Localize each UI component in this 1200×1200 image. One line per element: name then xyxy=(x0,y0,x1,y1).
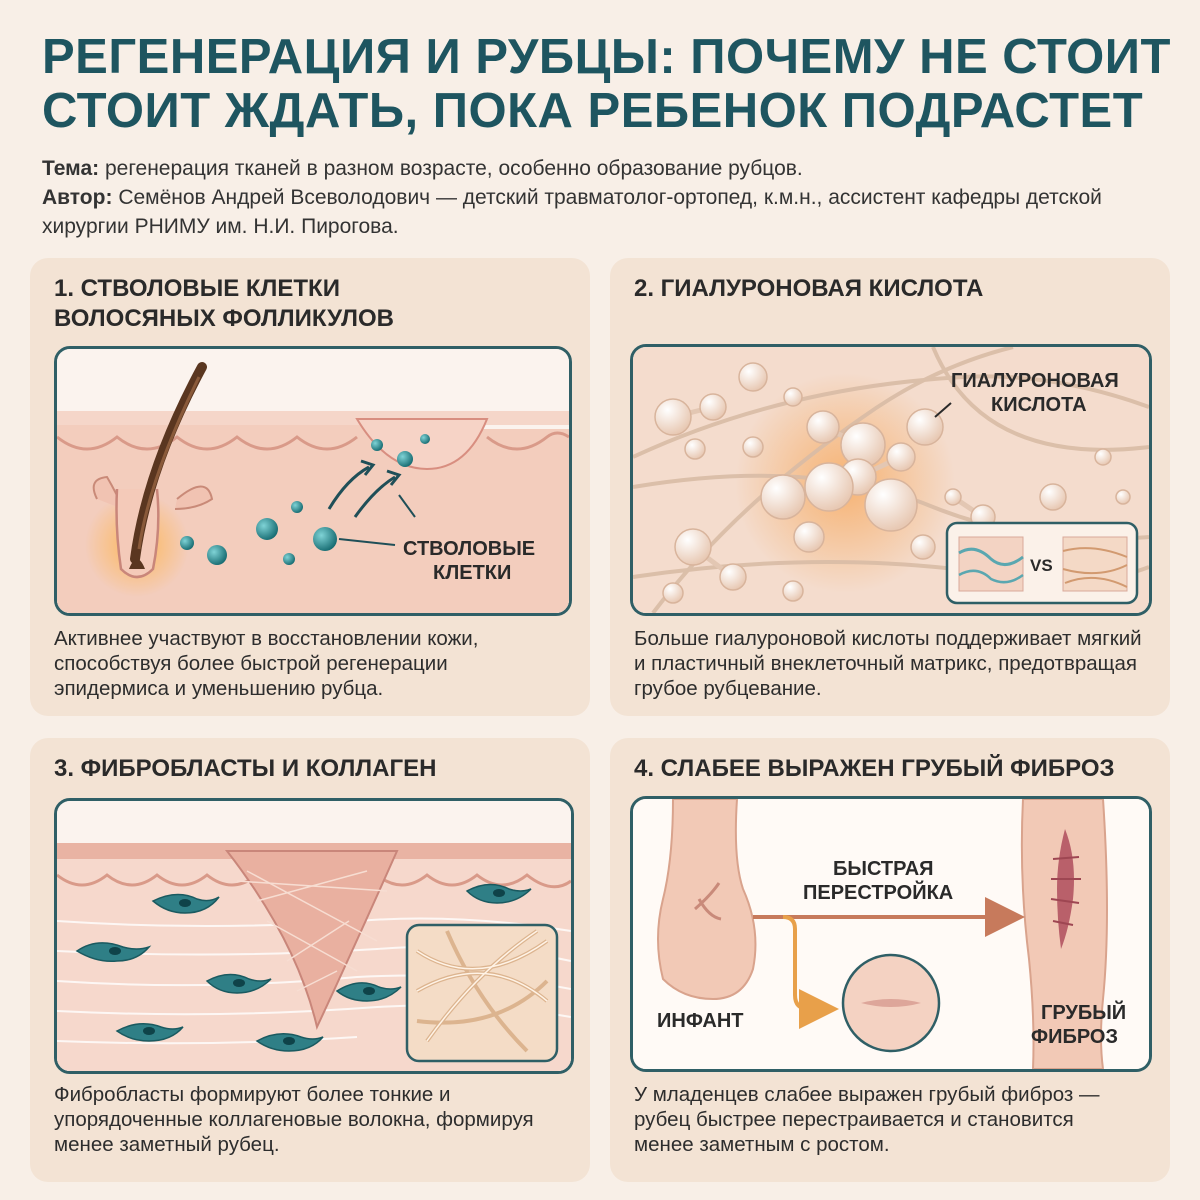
stem-cell xyxy=(283,553,295,565)
card-4-title: 4. СЛАБЕЕ ВЫРАЖЕН ГРУБЫЙ ФИБРОЗ xyxy=(634,755,1115,782)
topic-label: Тема: xyxy=(42,157,100,180)
card-2-title: 2. ГИАЛУРОНОВАЯ КИСЛОТА xyxy=(634,275,984,302)
fibrosis-label-line-1: ГРУБЫЙ xyxy=(1041,1000,1126,1024)
fibrosis-label-line-2: ФИБРОЗ xyxy=(1031,1026,1118,1048)
hyaluronic-label-line-2: КИСЛОТА xyxy=(991,394,1087,416)
stem-cells-illustration: СТВОЛОВЫЕ КЛЕТКИ xyxy=(54,346,572,616)
hyaluronic-label-line-1: ГИАЛУРОНОВАЯ xyxy=(951,370,1119,392)
stem-cell xyxy=(420,434,430,444)
stem-cells-label-line-1: СТВОЛОВЫЕ xyxy=(403,538,535,560)
card-2-description: Больше гиалуроновой кислоты поддерживает… xyxy=(634,627,1142,700)
topic-row: Тема: регенерация тканей в разном возрас… xyxy=(42,154,1162,183)
author-text: Семёнов Андрей Всеволодович — детский тр… xyxy=(42,186,1102,238)
author-row: Автор: Семёнов Андрей Всеволодович — дет… xyxy=(42,183,1162,241)
infant-label: ИНФАНТ xyxy=(657,1010,744,1032)
card-4-description: У младенцев слабее выражен грубый фиброз… xyxy=(634,1083,1100,1156)
card-fibrosis: 4. СЛАБЕЕ ВЫРАЖЕН ГРУБЫЙ ФИБРОЗ xyxy=(610,738,1170,1182)
card-fibroblasts: 3. ФИБРОБЛАСТЫ И КОЛЛАГЕН xyxy=(30,738,590,1182)
scar-wedge xyxy=(224,850,399,1031)
card-stem-cells: 1. СТВОЛОВЫЕ КЛЕТКИ ВОЛОСЯНЫХ ФОЛЛИКУЛОВ xyxy=(30,258,590,716)
stem-cell xyxy=(180,536,194,550)
page-title: РЕГЕНЕРАЦИЯ И РУБЦЫ: ПОЧЕМУ НЕ СТОИТ СТО… xyxy=(42,30,1172,138)
card-1-description: Активнее участвуют в восстановлении кожи… xyxy=(54,627,479,700)
hyaluronic-acid-illustration: ГИАЛУРОНОВАЯ КИСЛОТА VS xyxy=(630,344,1152,616)
card-1-title: 1. СТВОЛОВЫЕ КЛЕТКИ ВОЛОСЯНЫХ ФОЛЛИКУЛОВ xyxy=(54,274,394,334)
card-1-title-line-2: ВОЛОСЯНЫХ ФОЛЛИКУЛОВ xyxy=(54,305,394,332)
title-line-2: СТОИТ ЖДАТЬ, ПОКА РЕБЕНОК ПОДРАСТЕТ xyxy=(42,84,1144,138)
stem-cell xyxy=(207,545,227,565)
meta-info: Тема: регенерация тканей в разном возрас… xyxy=(42,154,1162,241)
fibroblasts-illustration xyxy=(54,798,574,1074)
title-line-1: РЕГЕНЕРАЦИЯ И РУБЦЫ: ПОЧЕМУ НЕ СТОИТ xyxy=(42,30,1171,84)
vs-label: VS xyxy=(1030,556,1053,575)
card-hyaluronic-acid: 2. ГИАЛУРОНОВАЯ КИСЛОТА xyxy=(610,258,1170,716)
topic-text: регенерация тканей в разном возрасте, ос… xyxy=(104,157,803,180)
stem-cell xyxy=(256,518,278,540)
stem-cell xyxy=(397,451,413,467)
rapid-remodeling-line-1: БЫСТРАЯ xyxy=(833,858,934,880)
fibrosis-illustration: БЫСТРАЯ ПЕРЕСТРОЙКА ИНФАНТ ГРУБЫЙ ФИБРОЗ xyxy=(630,796,1152,1072)
stem-cells-label-line-2: КЛЕТКИ xyxy=(433,562,511,584)
rapid-remodeling-line-2: ПЕРЕСТРОЙКА xyxy=(803,880,953,904)
card-1-title-line-1: 1. СТВОЛОВЫЕ КЛЕТКИ xyxy=(54,275,340,302)
stem-cell xyxy=(291,501,303,513)
stem-cell xyxy=(371,439,383,451)
stem-cell xyxy=(313,527,337,551)
card-3-description: Фибробласты формируют более тонкие и упо… xyxy=(54,1083,534,1156)
author-label: Автор: xyxy=(42,186,113,209)
card-3-title: 3. ФИБРОБЛАСТЫ И КОЛЛАГЕН xyxy=(54,755,437,782)
